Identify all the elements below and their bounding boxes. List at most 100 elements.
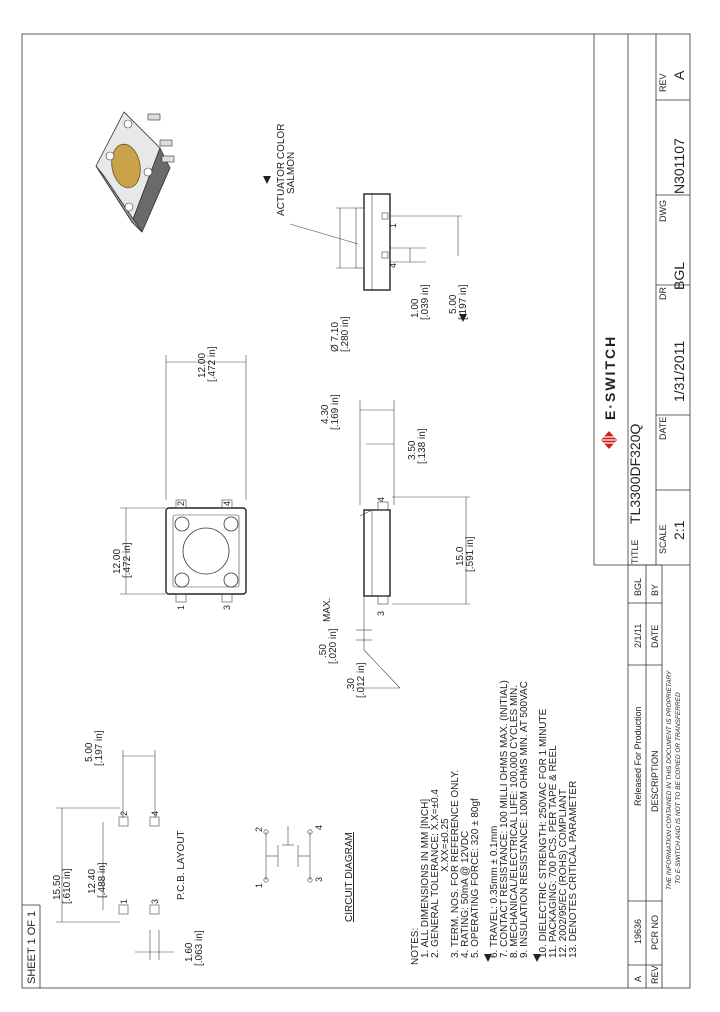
rev-header-pcr: PCR NO [650, 915, 660, 950]
side-pin-4: 4 [376, 497, 386, 502]
side-dim-5-mm: .30 [346, 678, 357, 692]
title-label: TITLE [630, 539, 640, 564]
actuator-color-value: SALMON [286, 152, 297, 194]
critical-triangle-6 [484, 954, 492, 962]
circuit-pin-4: 4 [314, 825, 324, 830]
pcb-pad-3 [149, 904, 160, 915]
pcb-pad-4 [149, 816, 160, 827]
sheet-label: SHEET 1 OF 1 [26, 911, 38, 984]
front-dim-1-mm: Ø 7.10 [330, 322, 341, 352]
rev-row-by: BGL [633, 578, 643, 596]
pcb-pad-1 [118, 904, 129, 915]
title-block: REV A DWG N301107 DR BGL DATE 1/31/2011 … [593, 34, 690, 566]
notes-block: NOTES: 1. ALL DIMENSIONS IN MM [INCH] 2.… [410, 680, 579, 965]
note-9: 9. INSULATION RESISTANCE: 100M OHMS MIN.… [519, 681, 530, 958]
side-dim-4-in: [.020 in] [328, 628, 339, 664]
note-5: 5. OPERATING FORCE: 320 ± 80gf [470, 798, 481, 958]
dwg-number: N301107 [671, 138, 687, 194]
eswitch-logo: E·SWITCH [601, 335, 618, 449]
side-dim-2-in: [.138 in] [417, 428, 428, 464]
actuator-profile [355, 207, 365, 269]
note-6: 6. TRAVEL: 0.35mm ± 0.1mm [489, 826, 500, 958]
pcb-layout: 1 2 3 4 P.C.B. LAYOUT 15.50 [.610 in] 12… [52, 730, 205, 966]
switch-isometric-view [95, 111, 175, 233]
circuit-pin-3: 3 [314, 877, 324, 882]
rev-row-date: 2/1/11 [633, 624, 643, 648]
front-dim-2-mm: 1.00 [410, 298, 421, 318]
note-3: 3. TERM. NOS. FOR REFERENCE ONLY. [450, 770, 461, 958]
pcb-dim-2-mm: 12.40 [87, 869, 98, 894]
side-dim-3-mm: 15.0 [455, 546, 466, 566]
switch-top-view: 1 2 3 4 12.00 [.472 in] 12.00 [.472 in] [112, 346, 247, 610]
side-max-label: MAX. [322, 598, 333, 622]
note-12: 12. 2002/95/EC (ROHS) COMPLIANT [558, 789, 569, 958]
rev-header-by: BY [650, 584, 660, 596]
dwg-label: DWG [658, 200, 668, 222]
circuit-pin-1: 1 [254, 883, 264, 888]
notes-heading: NOTES: [410, 928, 421, 965]
pcb-dim-1-in: [.610 in] [62, 868, 73, 904]
side-dim-3-in: [.591 in] [465, 536, 476, 572]
scale-value: 2:1 [671, 520, 687, 540]
front-pin-4: 4 [388, 263, 398, 268]
note-8: 8. MECHANICAL/ELECTRICAL LIFE: 100,000 C… [509, 685, 520, 958]
actuator-color-label: ACTUATOR COLOR [276, 124, 287, 216]
circuit-pin-2: 2 [254, 827, 264, 832]
pcb-pin-1: 1 [119, 899, 129, 904]
top-pin-2: 2 [176, 501, 186, 506]
note-2b: X.XX=±0.25 [440, 818, 451, 872]
revision-table: A 19636 Released For Production 2/1/11 B… [627, 564, 682, 988]
rev-row-rev: A [633, 976, 643, 982]
proprietary-line-1: THE INFORMATION CONTAINED IN THIS DOCUME… [666, 670, 673, 890]
front-dim-3-in: [.197 in] [458, 284, 469, 320]
note-7: 7. CONTACT RESISTANCE: 100 MILLI OHMS MA… [499, 680, 510, 958]
side-dim-1-in: [.169 in] [330, 394, 341, 430]
circuit-diagram: CIRCUIT DIAGRAM 1 2 3 4 [254, 825, 355, 922]
date-label: DATE [658, 417, 668, 440]
pcb-pin-2: 2 [119, 811, 129, 816]
pcb-dim-1-mm: 15.50 [52, 875, 63, 900]
front-dim-3-mm: 5.00 [448, 294, 459, 314]
scale-label: SCALE [658, 524, 668, 554]
side-dim-2-mm: 3.50 [407, 440, 418, 460]
actuator-outline [182, 527, 230, 575]
rev-row-description: Released For Production [633, 706, 643, 806]
note-10: 10. DIELECTRIC STRENGTH: 250VAC FOR 1 MI… [538, 708, 549, 958]
date-value: 1/31/2011 [671, 341, 687, 402]
side-dim-5-in: [.012 in] [356, 662, 367, 698]
pcb-dim-2-in: [.488 in] [97, 862, 108, 898]
critical-triangle-front [459, 314, 467, 322]
rev-header-rev: REV [650, 965, 660, 984]
top-pin-3: 3 [222, 605, 232, 610]
part-number-title: TL3300DF320Q [627, 423, 643, 524]
pcb-dim-4-in: [.063 in] [194, 930, 205, 966]
pcb-dim-3-in: [.197 in] [94, 730, 105, 766]
note-2: 2. GENERAL TOLERANCE: X.X=±0.4 [430, 789, 441, 958]
top-dim-2-in: [.472 in] [207, 346, 218, 382]
front-dim-2-in: [.039 in] [420, 284, 431, 320]
drawn-by-value: BGL [671, 262, 687, 290]
rev-value: A [671, 70, 687, 80]
pcb-pin-3: 3 [150, 899, 160, 904]
top-pin-1: 1 [176, 605, 186, 610]
critical-triangle-actuator [263, 176, 271, 184]
actuator-cap [111, 143, 141, 189]
pcb-dim-4-mm: 1.60 [184, 942, 195, 962]
note-13: 13. DENOTES CRITICAL PARAMETER [568, 781, 579, 958]
rev-header-date: DATE [650, 625, 660, 648]
note-11: 11. PACKAGING: 700 PCS. PER TAPE & REEL [548, 745, 559, 958]
note-1: 1. ALL DIMENSIONS IN MM [INCH] [420, 799, 431, 958]
switch-body-outline [165, 507, 247, 595]
circuit-heading: CIRCUIT DIAGRAM [344, 832, 355, 922]
sheet-border [21, 33, 691, 989]
critical-triangle-10 [533, 954, 541, 962]
rev-row-pcr: 19636 [633, 919, 643, 944]
front-pin-1: 1 [388, 223, 398, 228]
rev-label: REV [658, 73, 668, 92]
switch-side-view: 3 4 4.30 [.169 in] 3.50 [.138 in] 15.0 [… [318, 394, 476, 698]
front-dim-1-in: [.280 in] [340, 316, 351, 352]
proprietary-line-2: TO E-SWITCH AND IS NOT TO BE COPIED OR T… [675, 692, 682, 884]
top-dim-2-mm: 12.00 [197, 353, 208, 378]
side-dim-1-mm: 4.30 [320, 404, 331, 424]
